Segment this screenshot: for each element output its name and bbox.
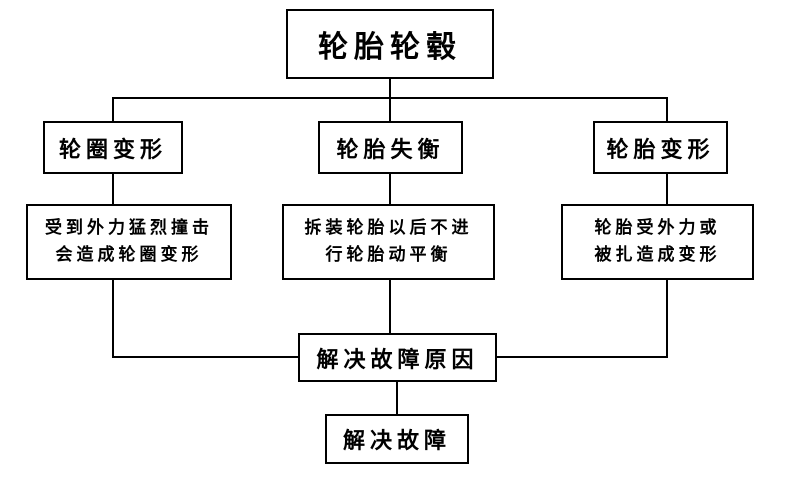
title-text: 轮胎轮毂 [318,30,462,65]
description-tire-line-1: 轮胎受外力或 [594,218,721,238]
description-rim-line-1: 受到外力猛烈撞击 [45,218,213,238]
category-rim-deformation: 轮圈变形 [43,121,183,174]
resolve-cause-label: 解决故障原因 [316,347,479,373]
category-balance-label: 轮胎失衡 [336,137,445,163]
description-balance: 拆装轮胎以后不进 行轮胎动平衡 [282,204,495,280]
description-balance-line-1: 拆装轮胎以后不进 [304,218,473,238]
resolve-fix-label: 解决故障 [342,429,451,454]
connector-rim-to-cause [112,279,299,358]
description-rim: 受到外力猛烈撞击 会造成轮圈变形 [26,204,232,280]
category-tire-deformation: 轮胎变形 [593,121,728,174]
category-rim-label: 轮圈变形 [58,137,167,163]
resolve-cause-box: 解决故障原因 [298,333,497,382]
description-balance-line-2: 行轮胎动平衡 [325,245,452,265]
description-tire-line-2: 被扎造成变形 [594,245,721,265]
connector-tire-to-cause [496,279,668,358]
title-box: 轮胎轮毂 [286,9,494,79]
category-tire-imbalance: 轮胎失衡 [318,121,463,174]
category-tire-label: 轮胎变形 [606,137,715,163]
resolve-fix-box: 解决故障 [325,414,469,464]
description-tire: 轮胎受外力或 被扎造成变形 [561,204,754,280]
description-rim-line-2: 会造成轮圈变形 [55,245,203,265]
